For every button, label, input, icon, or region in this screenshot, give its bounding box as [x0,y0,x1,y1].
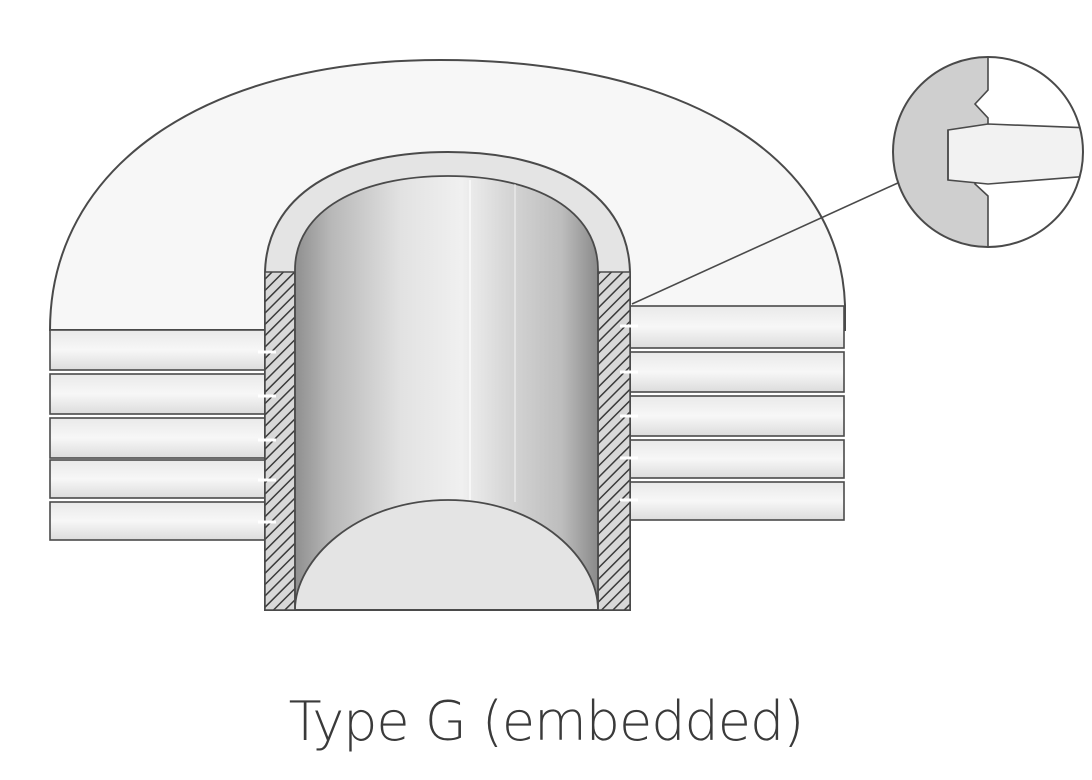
left-fin [49,501,271,541]
left-fin [49,373,271,415]
right-fin [627,481,845,521]
left-fin [49,459,271,499]
tube-wall-right [597,271,631,611]
left-fin [49,417,271,459]
right-fin [627,351,845,393]
right-fin [627,305,845,349]
right-fin-stack [627,305,845,521]
left-fin [49,329,271,371]
fin-embed-slits [258,324,638,524]
finned-tube-diagram [48,56,1084,611]
left-fin-stack [49,329,271,541]
detail-magnifier [892,56,1084,248]
tube-bore [294,175,599,611]
right-fin [627,439,845,479]
detail-leader-line [631,181,901,305]
right-fin [627,395,845,437]
figure-caption: Type G (embedded) [288,690,805,753]
